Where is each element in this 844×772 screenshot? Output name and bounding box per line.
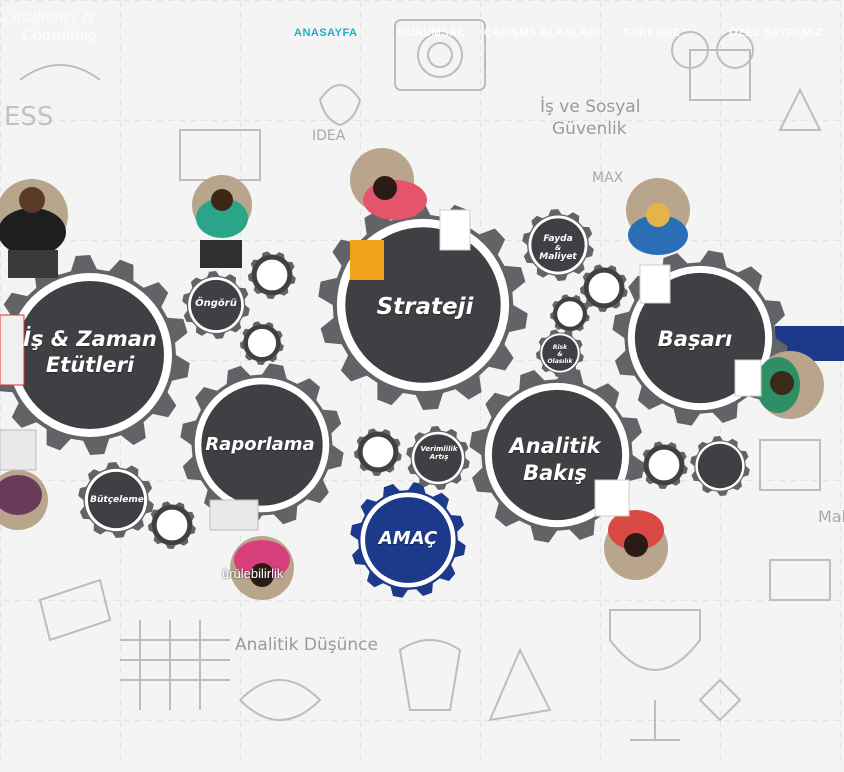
gear-small-5	[550, 294, 590, 334]
sketch-idea: IDEA	[312, 128, 346, 144]
gear-basari-label: Başarı	[657, 327, 733, 351]
brand-line2: Consulting	[22, 25, 97, 44]
gear-small-2	[240, 321, 284, 365]
gear-risk-line1: Risk	[552, 344, 568, 351]
person-figure	[192, 175, 252, 268]
person-figure	[0, 429, 48, 530]
nav-item-calisma-alanlari[interactable]: ÇALIŞMA ALANLARI	[484, 27, 601, 39]
sketch-doodles	[19, 19, 831, 741]
brand-line1: ...nsultancy &	[0, 7, 96, 26]
gear-analitik-label: Analitik Bakış	[495, 433, 615, 487]
gear-is-zaman-line1: İş & Zaman	[23, 327, 157, 351]
gear-verimlilik-line1: Verimlilik	[420, 445, 458, 453]
gear-fayda	[522, 209, 594, 281]
sketch-mali: Mali	[818, 507, 844, 526]
gear-is-zaman-line2: Etütleri	[45, 353, 135, 377]
main-nav: ANASAYFA KURUMSAL ÇALIŞMA ALANLARI FARKI…	[0, 27, 844, 47]
document	[0, 314, 25, 386]
gear-fayda-label: Fayda & Maliyet	[528, 235, 588, 262]
gear-fayda-line2: &	[554, 244, 562, 252]
gear-small-1	[248, 251, 296, 299]
people-figures	[0, 148, 824, 600]
sketch-isg-line2: Güvenlik	[552, 119, 627, 139]
gear-raporlama-label: Raporlama	[205, 434, 315, 455]
person-figure	[594, 479, 668, 580]
gear-fayda-line3: Maliyet	[539, 252, 577, 262]
gear-ongoru	[182, 271, 250, 339]
gear-small-7	[640, 441, 688, 489]
gear-risk-line3: Olasılık	[547, 358, 573, 365]
gear-small-8	[690, 436, 750, 496]
person-figure	[209, 499, 294, 600]
nav-item-farkimiz[interactable]: FARKIMIZ	[624, 27, 680, 39]
person-figure	[626, 178, 690, 304]
gear-small-6	[354, 428, 402, 476]
gear-ongoru-label: Öngörü	[195, 298, 237, 309]
sketch-max: MAX	[592, 170, 624, 186]
gear-risk	[536, 329, 584, 377]
gear-verimlilik-line2: Artış	[429, 453, 449, 461]
gear-strateji-label: Strateji	[376, 294, 474, 320]
gear-butceleme	[78, 462, 154, 538]
brand-logo[interactable]: ...nsultancy & Consulting	[0, 8, 130, 53]
gear-small-4	[580, 264, 628, 312]
slider-overlay-text: ürülebilirlik	[222, 566, 284, 581]
nav-item-anasayfa[interactable]: ANASAYFA	[294, 27, 358, 39]
gear-risk-line2: &	[557, 351, 563, 358]
gear-is-zaman-label: İş & Zaman Etütleri	[10, 326, 170, 378]
sketch-isg-line1: İş ve Sosyal	[540, 96, 640, 117]
gear-fayda-line1: Fayda	[543, 234, 573, 244]
sketch-analitik-dusunce: Analitik Düşünce	[235, 635, 378, 655]
person-figure	[350, 148, 471, 280]
nav-item-kurumsal[interactable]: KURUMSAL	[398, 27, 465, 39]
gear-amac	[350, 482, 466, 598]
gear-risk-label: Risk & Olasılık	[540, 344, 580, 365]
gear-verimlilik-label: Verimlilik Artış	[409, 445, 469, 461]
gear-small-3	[148, 501, 196, 549]
sketch-ess: ESS	[4, 102, 53, 132]
person-figure	[0, 179, 68, 278]
gear-verimlilik	[406, 426, 470, 490]
gear-analitik-line1: Analitik	[509, 434, 601, 458]
gear-analitik-line2: Bakış	[523, 461, 587, 485]
gear-butceleme-label: Bütçeleme	[90, 495, 144, 505]
gear-raporlama	[180, 363, 344, 527]
gear-is-zaman	[0, 255, 190, 455]
nav-item-ozel-sayfamiz[interactable]: ÖZEL SAYFAMIZ	[729, 27, 823, 39]
person-figure	[734, 351, 824, 419]
gear-amac-label: AMAÇ	[378, 528, 438, 549]
